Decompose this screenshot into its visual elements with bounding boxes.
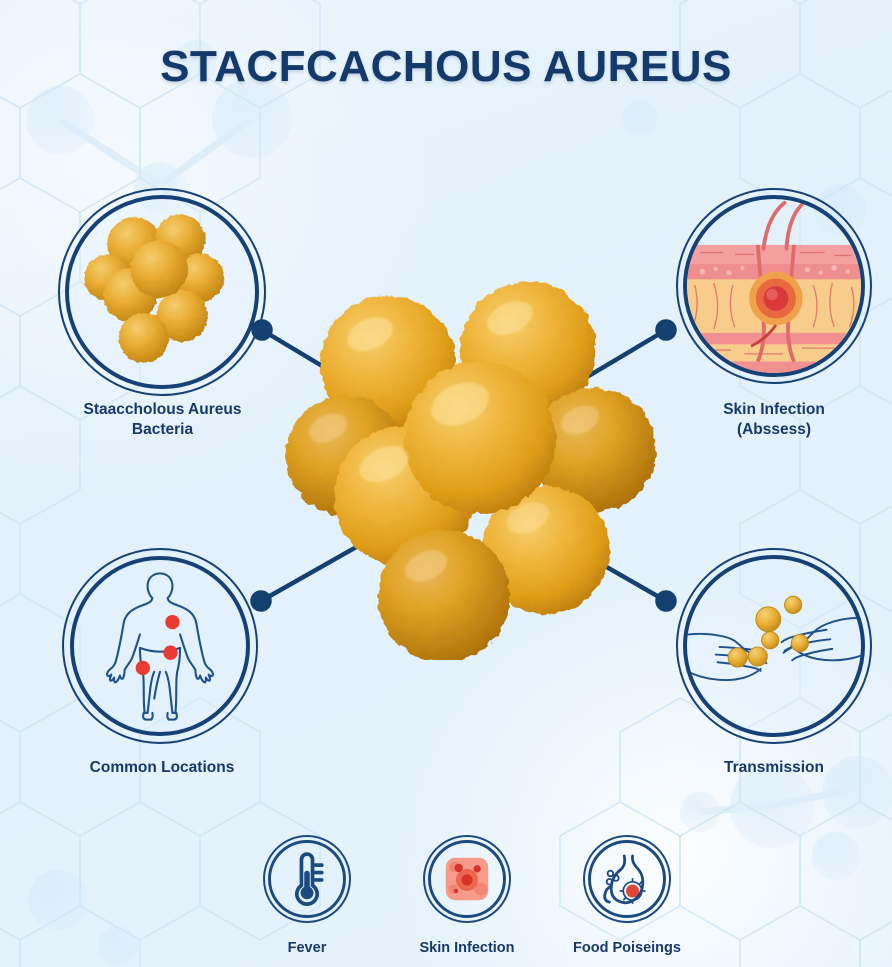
node-skin-infection-label: Skin Infection (Abssess) — [723, 401, 825, 439]
node-transmission-outer-ring — [676, 548, 872, 744]
node-skin-outer-ring — [676, 188, 872, 384]
symptom-food-poisoning[interactable] — [583, 835, 671, 923]
symptom-fever[interactable] — [263, 835, 351, 923]
node-bacteria[interactable] — [58, 188, 266, 396]
symptom-skin-infection-label: Skin Infection — [419, 940, 515, 956]
connector-dot-skin — [655, 319, 677, 341]
connector-dot-transmission — [655, 590, 677, 612]
symptom-skin-infection[interactable] — [423, 835, 511, 923]
node-bacteria-outer-ring — [58, 188, 266, 396]
node-skin-infection[interactable] — [676, 188, 872, 384]
node-transmission-label: Transmission — [724, 759, 824, 776]
node-locations-outer-ring — [62, 548, 258, 744]
symptom-fever-outer-ring — [263, 835, 351, 923]
node-transmission[interactable] — [676, 548, 872, 744]
node-common-locations-label: Common Locations — [89, 759, 235, 776]
node-bacteria-label: Staaccholous Aureus Bacteria — [83, 401, 242, 439]
symptom-fever-label: Fever — [287, 940, 327, 956]
symptom-food-outer-ring — [583, 835, 671, 923]
page-title: STACFCACHOUS AUREUS — [160, 42, 732, 91]
symptom-skin-outer-ring — [423, 835, 511, 923]
staphylococcus-cluster-icon — [286, 282, 656, 660]
node-common-locations[interactable] — [62, 548, 258, 744]
symptom-food-poisoning-label: Food Poiseings — [573, 940, 681, 956]
